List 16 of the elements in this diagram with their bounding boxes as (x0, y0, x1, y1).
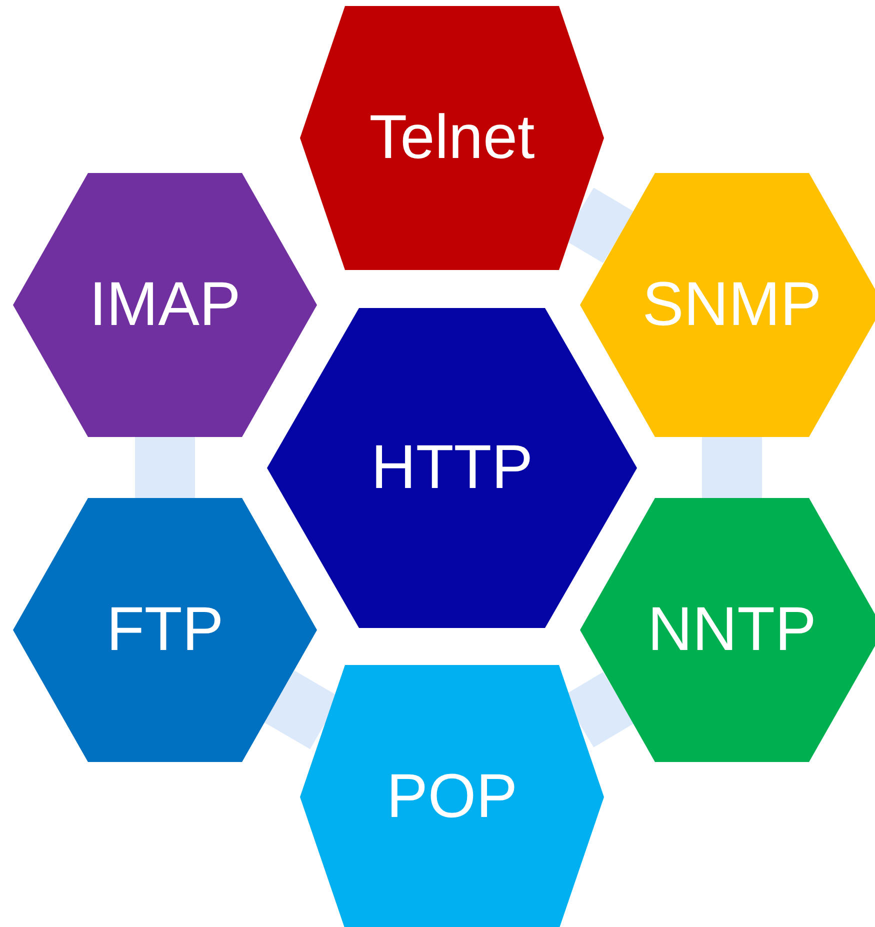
node-label: HTTP (371, 437, 533, 499)
hexagon-node (300, 665, 604, 927)
node-label: FTP (106, 599, 224, 661)
hexagon-node (13, 173, 317, 437)
hexagon-node (13, 498, 317, 762)
node-label: SNMP (642, 274, 822, 336)
node-label: IMAP (89, 274, 241, 336)
connector-band (702, 437, 762, 498)
hexagon-node (580, 498, 875, 762)
node-label: NNTP (648, 599, 816, 661)
hexagon-node (267, 308, 637, 628)
hexagon-node (580, 173, 875, 437)
node-label: Telnet (369, 107, 535, 169)
node-label: POP (386, 766, 518, 828)
hexagon-node (300, 6, 604, 270)
connector-band (135, 437, 195, 498)
